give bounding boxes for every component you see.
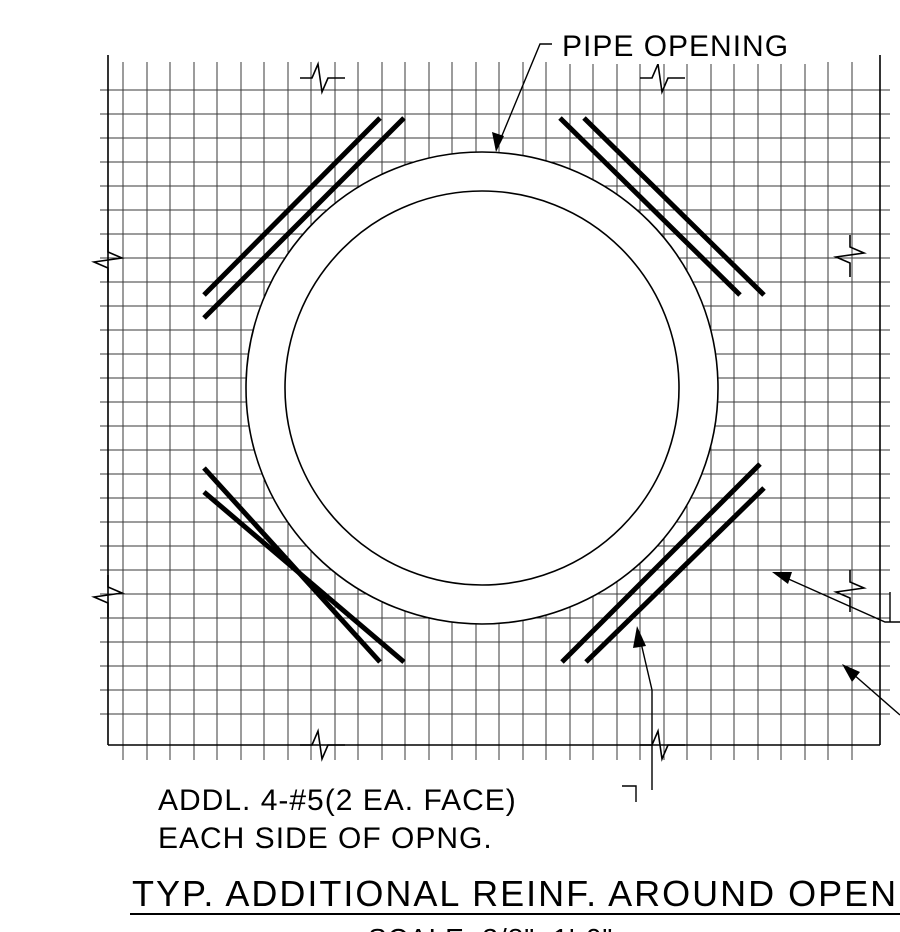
additional-diagonal-bars: [202, 116, 766, 664]
right-leader-lower-arrowhead: [842, 664, 860, 682]
diagonal-bars-upper-left: [202, 116, 406, 320]
right-leader-upper-arrowhead: [772, 572, 792, 584]
addl-reinf-note-line-2: EACH SIDE OF OPNG.: [158, 822, 493, 855]
pipe-opening: [245, 151, 719, 625]
pipe-opening-outer-circle: [245, 151, 719, 625]
wall-edge-lines: [107, 55, 881, 746]
pipe-opening-inner-circle: [284, 190, 680, 586]
addl-reinf-bracket: [622, 785, 637, 802]
detail-title: TYP. ADDITIONAL REINF. AROUND OPENI: [132, 873, 900, 914]
detail-scale: SCALE: 3/8"=1'-0": [368, 923, 613, 932]
diagonal-bars-upper-right: [558, 116, 766, 297]
addl-reinf-leader-arrowhead: [633, 626, 646, 648]
addl-reinf-leader: [637, 629, 653, 790]
pipe-opening-leader-arrowhead: [492, 132, 504, 152]
pipe-opening-label-mask: [552, 18, 822, 64]
addl-reinf-note-line-1: ADDL. 4-#5(2 EA. FACE): [158, 784, 517, 817]
leader-lines: [492, 43, 900, 802]
diagonal-bars-lower-right: [560, 462, 766, 664]
diagonal-bars-lower-left: [202, 466, 406, 664]
break-marks: [91, 61, 867, 762]
pipe-opening-label: PIPE OPENING: [562, 30, 789, 63]
right-leader-upper: [774, 572, 900, 623]
pipe-opening-leader: [495, 43, 556, 151]
